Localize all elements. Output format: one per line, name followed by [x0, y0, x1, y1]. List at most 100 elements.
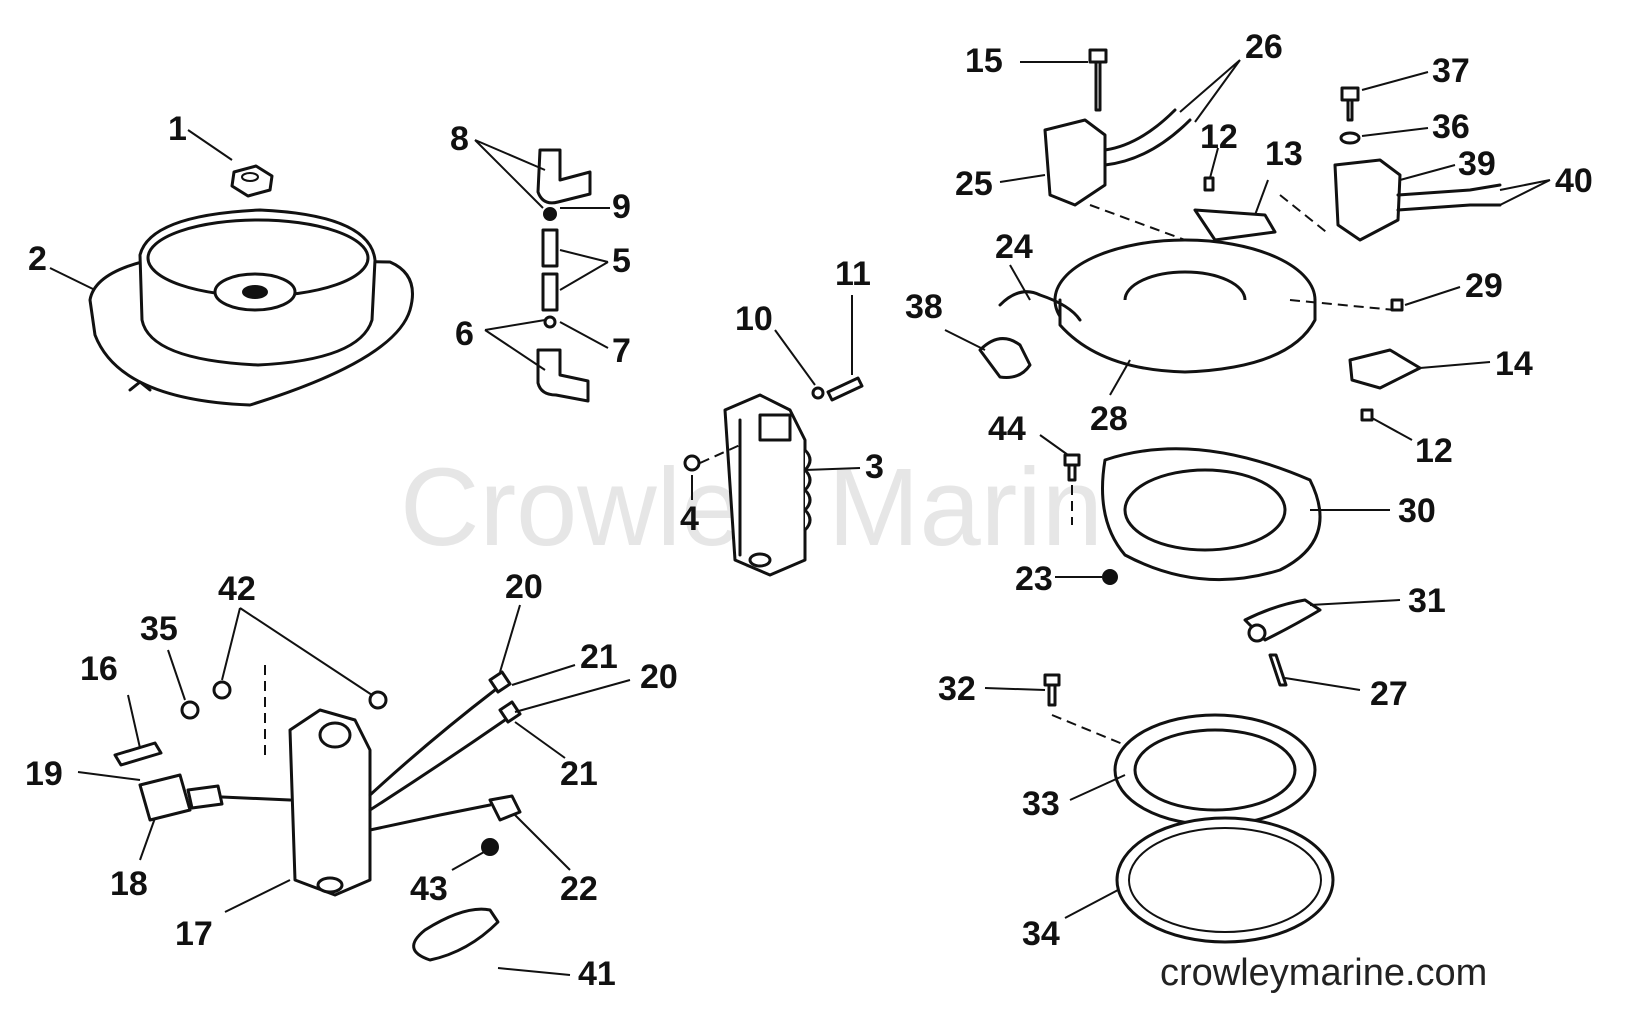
callout-21-bottom: 21: [560, 755, 598, 793]
charge-coil-25: [1043, 118, 1107, 207]
flywheel-assembly: [88, 164, 414, 407]
ring-34: [1115, 816, 1335, 944]
screw-29: [1390, 298, 1404, 312]
retainer-ring-33-inner: [1133, 728, 1297, 812]
callout-23: 23: [1015, 560, 1053, 598]
screw-37: [1340, 86, 1360, 122]
callout-10: 10: [735, 300, 773, 338]
power-pack-boss: [318, 721, 352, 749]
retainer-opening: [1123, 468, 1287, 552]
callout-31: 31: [1408, 582, 1446, 620]
callout-25: 25: [955, 165, 993, 203]
power-pack-assembly: [113, 665, 522, 962]
armature-plate-assembly: [978, 48, 1502, 422]
coil-mount-hole: [748, 552, 772, 568]
callout-12-bottom: 12: [1415, 432, 1453, 470]
throttle-cam-assembly: [1243, 598, 1322, 687]
terminal-spring-upper: [543, 207, 557, 221]
callout-34: 34: [1022, 915, 1060, 953]
callout-16: 16: [80, 650, 118, 688]
callout-44: 44: [988, 410, 1026, 448]
callout-32: 32: [938, 670, 976, 708]
ignition-coil: [683, 376, 864, 577]
connector-19: [186, 784, 224, 810]
terminals-20-21: [488, 670, 522, 724]
callout-5: 5: [612, 242, 631, 280]
callout-26: 26: [1245, 28, 1283, 66]
terminal-spring-lower: [543, 315, 557, 329]
clip-24: [998, 290, 1082, 322]
callout-labels: 1 2 3 4 5 6 7 8 9 10 11 12 12 13 14 15 1…: [25, 28, 1593, 993]
flywheel-bore: [242, 285, 268, 299]
washer-42-right: [368, 690, 388, 710]
power-pack-foot: [316, 876, 344, 894]
lead-upper: [541, 228, 559, 268]
power-pack-body: [288, 708, 372, 897]
washer-35: [180, 700, 200, 720]
connector-18: [138, 773, 192, 822]
callout-12-top: 12: [1200, 118, 1238, 156]
wires-20-21: [368, 688, 507, 812]
wires-26: [1103, 108, 1192, 167]
callout-33: 33: [1022, 785, 1060, 823]
armature-plate-skirt: [1058, 298, 1317, 374]
callout-8: 8: [450, 120, 469, 158]
callout-35: 35: [140, 610, 178, 648]
callout-13: 13: [1265, 135, 1303, 173]
ring-alignment-line: [1051, 714, 1126, 746]
leader-lines: [49, 59, 1551, 976]
spark-plug-leads: [536, 148, 592, 403]
flywheel-nut-hole: [241, 172, 259, 182]
sensor-13: [1193, 208, 1277, 242]
nut-43: [481, 838, 499, 856]
wires-40: [1396, 183, 1502, 212]
spark-boot-lower: [536, 348, 590, 403]
washer-42-left: [212, 680, 232, 700]
callout-18: 18: [110, 865, 148, 903]
screw-16: [113, 741, 163, 767]
callout-36: 36: [1432, 108, 1470, 146]
coil-alignment-line: [699, 444, 741, 464]
throttle-cam-pivot: [1247, 623, 1267, 643]
callout-4: 4: [680, 500, 699, 538]
nut-23: [1102, 569, 1118, 585]
callout-21-top: 21: [580, 638, 618, 676]
callout-17: 17: [175, 915, 213, 953]
coil-fins: [803, 448, 812, 532]
callout-30: 30: [1398, 492, 1436, 530]
retainer-plate-assembly: [1063, 447, 1322, 585]
callout-20-top: 20: [505, 568, 543, 606]
callout-3: 3: [865, 448, 884, 486]
callout-2: 2: [28, 240, 47, 278]
callout-20-right: 20: [640, 658, 678, 696]
callout-37: 37: [1432, 52, 1470, 90]
terminal-22: [488, 794, 522, 822]
callout-22: 22: [560, 870, 598, 908]
screw-15: [1088, 48, 1108, 112]
callout-27: 27: [1370, 675, 1408, 713]
callout-43: 43: [410, 870, 448, 908]
callout-15: 15: [965, 42, 1003, 80]
callout-11: 11: [835, 255, 871, 293]
callout-7: 7: [612, 332, 631, 370]
website-text: crowleymarine.com: [1160, 952, 1487, 994]
callout-28: 28: [1090, 400, 1128, 438]
ground-lead: [368, 803, 492, 832]
flywheel-notch: [128, 380, 152, 392]
ring-assembly: [1043, 673, 1335, 944]
screw-44: [1063, 453, 1081, 482]
washer-36: [1339, 131, 1361, 145]
callout-6: 6: [455, 315, 474, 353]
screw-27: [1268, 653, 1288, 687]
power-pack-lead: [220, 795, 292, 802]
coil-top: [758, 413, 792, 442]
screw-12-bottom: [1360, 408, 1374, 422]
plate-alignment-lines: [1089, 194, 1396, 311]
coil-nut: [683, 454, 701, 472]
ring-34-inner: [1128, 827, 1322, 933]
screw-32: [1043, 673, 1061, 707]
callout-14: 14: [1495, 345, 1533, 383]
callout-40: 40: [1555, 162, 1593, 200]
